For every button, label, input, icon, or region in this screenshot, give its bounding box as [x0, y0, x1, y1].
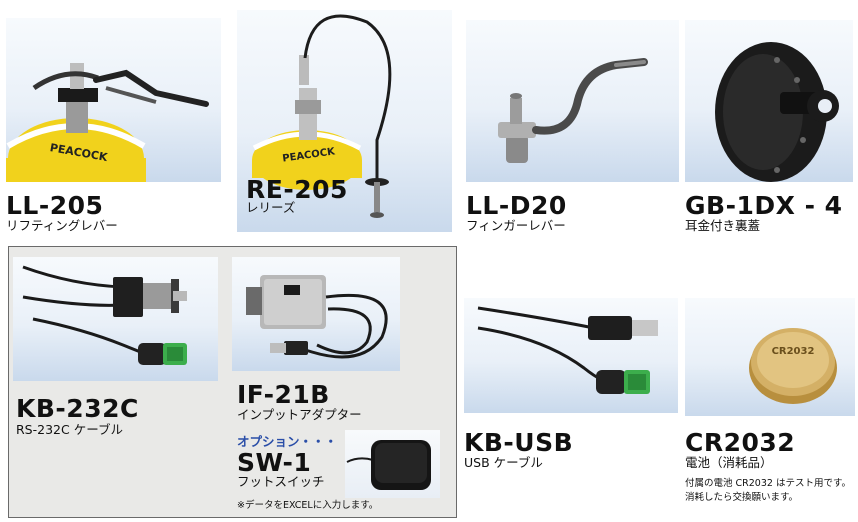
if21b-name: インプットアダプター [237, 407, 362, 422]
foot-switch-image [346, 440, 431, 490]
sw1-code: SW-1 [237, 448, 312, 477]
gb1dx-name: 耳金付き裏蓋 [685, 218, 761, 233]
kb232c-code: KB-232C [16, 394, 139, 423]
cr2032-note-line2: 消耗したら交換願います。 [685, 492, 799, 503]
ll205-code: LL-205 [6, 191, 104, 220]
lifting-lever-image: PEACOCK [6, 63, 209, 182]
gb1dx-code: GB-1DX - 4 [685, 191, 843, 220]
lld20-name: フィンガーレバー [466, 218, 566, 233]
ll205-photo: PEACOCK [6, 18, 221, 182]
sw1-note: ※データをEXCELに入力します。 [237, 500, 379, 511]
kb232c-name: RS-232C ケーブル [16, 422, 123, 437]
release-cable-image: PEACOCK [252, 14, 392, 218]
svg-text:CR2032: CR2032 [772, 346, 815, 357]
cr2032-note-line1: 付属の電池 CR2032 はテスト用です。 [685, 478, 852, 489]
cr2032-code: CR2032 [685, 428, 796, 457]
back-cover-image [715, 42, 839, 182]
if21b-photo [232, 257, 400, 371]
usb-cable-image [477, 306, 658, 394]
lld20-photo [466, 20, 679, 182]
lld20-code: LL-D20 [466, 191, 567, 220]
option-label: オプション・・・ [237, 434, 338, 449]
sw1-name: フットスイッチ [237, 474, 325, 489]
kbusb-photo [464, 298, 678, 413]
gb1dx-photo [685, 20, 853, 182]
kbusb-code: KB-USB [464, 428, 574, 457]
sw1-photo [345, 430, 440, 498]
kbusb-name: USB ケーブル [464, 455, 543, 470]
finger-lever-image [498, 58, 648, 163]
re205-code: RE-205 [246, 175, 348, 204]
re205-photo: PEACOCK [237, 10, 452, 232]
kb232c-photo [13, 257, 218, 381]
rs232c-cable-image [22, 265, 187, 365]
ll205-name: リフティングレバー [6, 218, 118, 233]
coin-battery-image: CR2032 [749, 328, 837, 404]
re205-name: レリーズ [246, 200, 296, 215]
input-adapter-image [246, 275, 388, 359]
cr2032-name: 電池（消耗品） [685, 455, 773, 470]
if21b-code: IF-21B [237, 380, 330, 409]
cr2032-photo: CR2032 [685, 298, 855, 416]
